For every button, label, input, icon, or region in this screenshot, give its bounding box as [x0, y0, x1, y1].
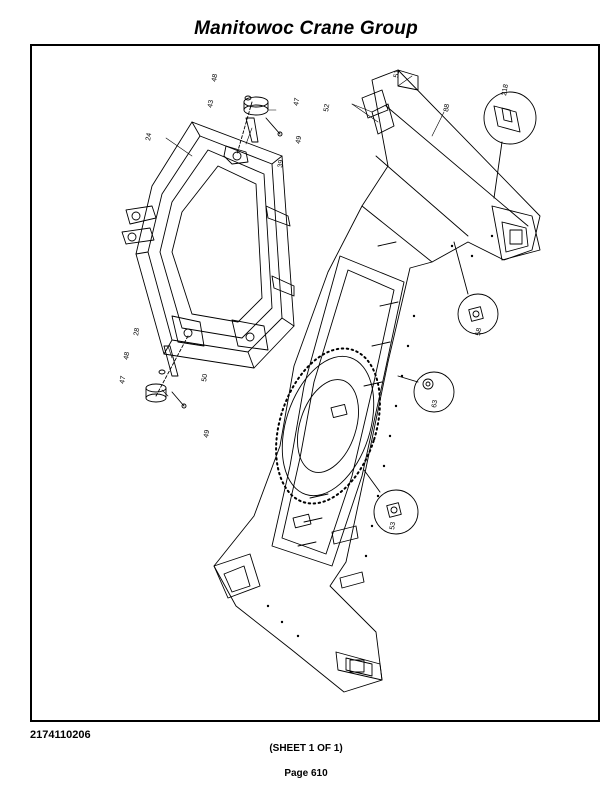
drawing-frame: 24 48 43 47 49 39 28 48 50 47 49 51 52 8…: [30, 44, 600, 722]
part-number-51: 51: [393, 69, 401, 78]
page-title: Manitowoc Crane Group: [194, 18, 418, 39]
part-number-53: 53: [389, 521, 397, 530]
leader-lines: [161, 75, 445, 397]
part-numbers: 24 48 43 47 49 39 28 48 50 47 49 51 52 8…: [119, 69, 510, 530]
part-number-218: 218: [501, 84, 510, 97]
detail-callouts: [363, 91, 537, 535]
part-number-28: 28: [133, 327, 141, 336]
part-number-88: 88: [443, 103, 451, 112]
part-number-58: 58: [475, 327, 483, 336]
upper-pin-hardware: [236, 95, 283, 155]
frame-assembly-24: [121, 121, 295, 369]
part-number-47: 47: [119, 375, 127, 384]
lower-pin-hardware: [145, 335, 189, 409]
document-number: 2174110206: [30, 729, 91, 741]
part-number-48: 48: [211, 73, 219, 82]
part-number-43: 43: [207, 99, 215, 108]
part-number-50: 50: [201, 373, 209, 382]
part-number-39: 39: [277, 159, 285, 168]
exploded-parts-diagram: 24 48 43 47 49 39 28 48 50 47 49 51 52 8…: [119, 69, 541, 693]
sheet-indicator: (SHEET 1 OF 1): [269, 743, 343, 754]
part-number-52: 52: [323, 103, 331, 112]
page-number: Page 610: [284, 768, 328, 779]
part-number-47: 47: [293, 97, 301, 106]
main-chassis-frame: [213, 69, 541, 693]
part-number-24: 24: [145, 132, 153, 141]
part-number-48: 48: [123, 351, 131, 360]
part-number-49: 49: [203, 429, 211, 438]
part-number-49: 49: [295, 135, 303, 144]
part-number-63: 63: [431, 399, 439, 408]
